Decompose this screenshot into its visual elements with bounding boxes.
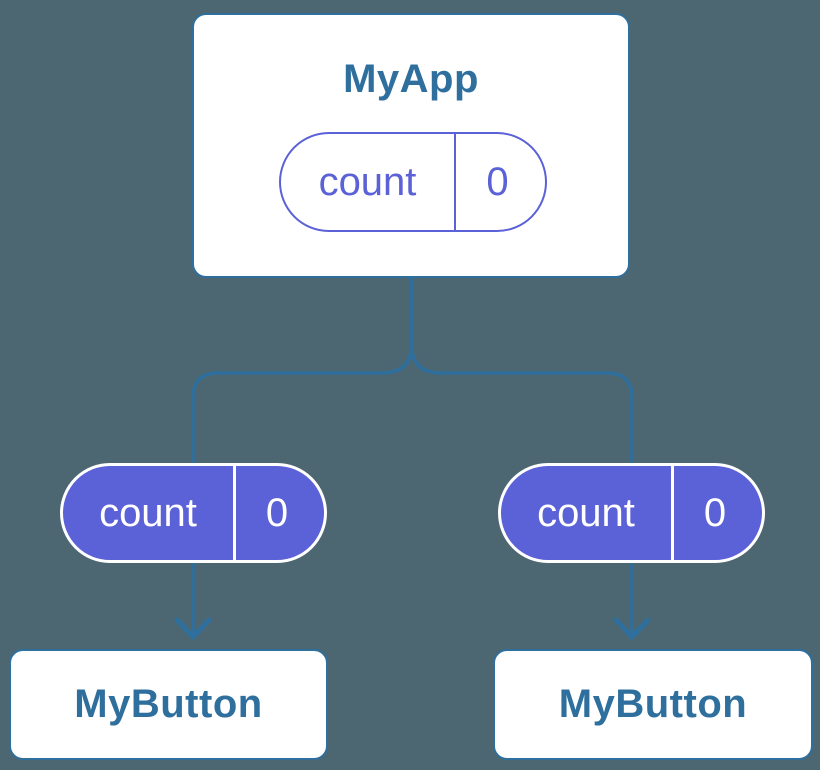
parent-node-card: MyApp count 0 — [192, 13, 630, 278]
pill-divider — [671, 466, 674, 560]
left-child-node-card: MyButton — [9, 649, 328, 760]
pill-divider — [233, 466, 236, 560]
pill-divider — [454, 134, 456, 230]
prop-pill-value: 0 — [265, 490, 289, 535]
prop-pill-label: count — [537, 490, 635, 535]
state-pill-value: 0 — [486, 159, 509, 204]
prop-pill-label: count — [99, 490, 197, 535]
parent-node-title: MyApp — [343, 57, 479, 101]
prop-pill-value: 0 — [703, 490, 727, 535]
left-branch-line — [191, 343, 414, 635]
child-node-title: MyButton — [74, 682, 263, 726]
parent-state-pill: count 0 — [279, 132, 547, 232]
right-arrowhead-down-icon — [613, 617, 651, 640]
right-branch-line — [409, 343, 634, 635]
left-prop-pill: count 0 — [60, 463, 327, 563]
left-arrowhead-down-icon — [174, 617, 212, 640]
child-node-title: MyButton — [558, 682, 748, 726]
right-child-node-card: MyButton — [493, 649, 813, 760]
right-prop-pill: count 0 — [498, 463, 765, 563]
state-pill-label: count — [318, 159, 417, 204]
